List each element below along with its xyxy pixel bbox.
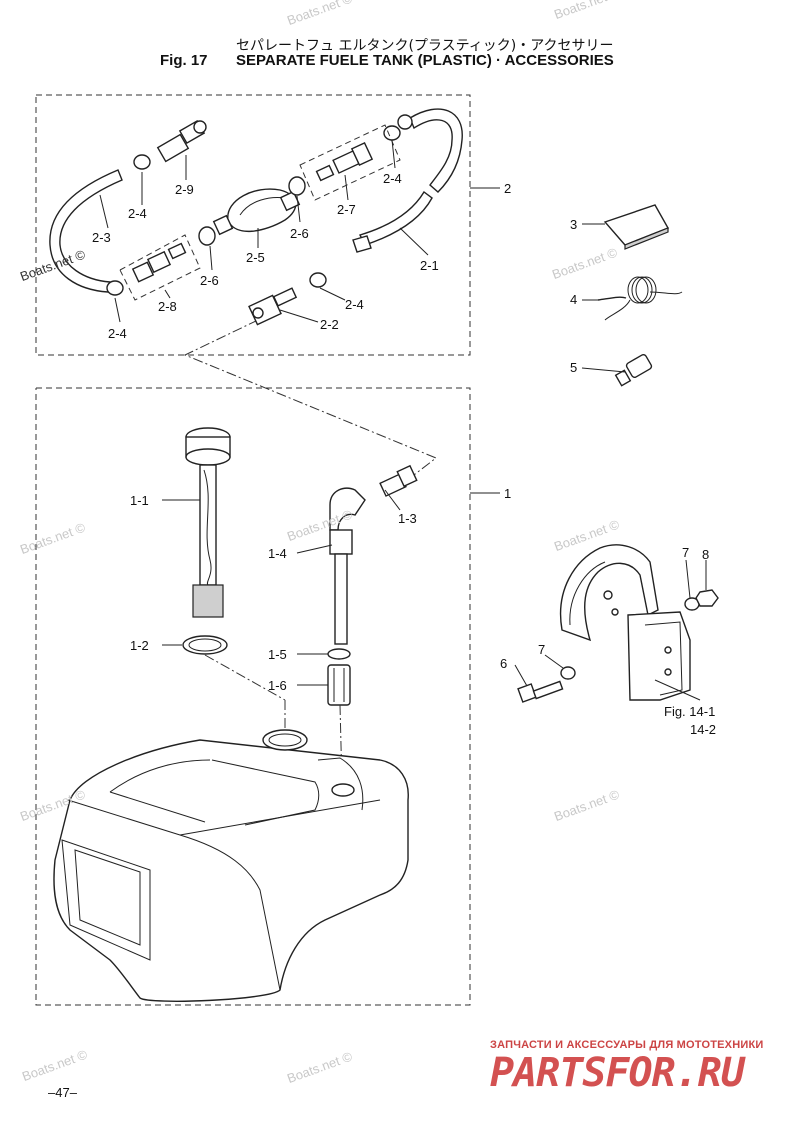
page-number: –47– bbox=[48, 1085, 77, 1100]
valve-2-8-frame bbox=[119, 234, 201, 301]
clamp-2-4-d bbox=[383, 125, 401, 141]
label-2-4-b: 2-4 bbox=[108, 326, 127, 341]
primer-bulb bbox=[212, 188, 301, 236]
label-3: 3 bbox=[570, 217, 577, 232]
label-2-4-c: 2-4 bbox=[383, 171, 402, 186]
brand-logo: PARTSFOR.RU bbox=[490, 1050, 745, 1096]
label-2-6-b: 2-6 bbox=[290, 226, 309, 241]
label-2-7: 2-7 bbox=[337, 202, 356, 217]
accessory-3-pad bbox=[582, 204, 670, 250]
fuel-hose-right-upper bbox=[409, 108, 463, 193]
hose-stub bbox=[352, 235, 372, 253]
group-2-leaders bbox=[99, 139, 500, 323]
label-4: 4 bbox=[570, 292, 577, 307]
label-2-5: 2-5 bbox=[246, 250, 265, 265]
label-1-6: 1-6 bbox=[268, 678, 287, 693]
figure-number: Fig. 17 bbox=[160, 52, 208, 69]
fig-ref-2: 14-2 bbox=[690, 722, 716, 737]
connector-1-3 bbox=[379, 464, 418, 497]
label-2-4-a: 2-4 bbox=[128, 206, 147, 221]
group-1-leaders bbox=[162, 489, 500, 686]
label-7-a: 7 bbox=[682, 545, 689, 560]
connector-2-9 bbox=[156, 119, 207, 163]
o-ring-2-6-a bbox=[198, 226, 216, 246]
label-2-9: 2-9 bbox=[175, 182, 194, 197]
washer-7-a bbox=[560, 666, 576, 680]
check-valve-2-7 bbox=[315, 141, 374, 182]
label-8: 8 bbox=[702, 547, 709, 562]
label-1-2: 1-2 bbox=[130, 638, 149, 653]
mounting-bracket bbox=[560, 544, 691, 701]
fuel-gauge-1-1 bbox=[185, 427, 231, 618]
valve-2-7-frame bbox=[299, 124, 401, 201]
label-2-2: 2-2 bbox=[320, 317, 339, 332]
label-1-1: 1-1 bbox=[130, 493, 149, 508]
o-ring-2-6-b bbox=[288, 176, 306, 196]
label-2-3: 2-3 bbox=[92, 230, 111, 245]
suction-pipe-1-4 bbox=[329, 487, 366, 645]
clamp-2-4-c bbox=[309, 272, 327, 288]
accessory-leaders bbox=[514, 299, 707, 701]
label-2-1: 2-1 bbox=[420, 258, 439, 273]
accessory-4-wire bbox=[597, 276, 683, 321]
pipe-center-line bbox=[339, 704, 343, 786]
promo-text: ЗАПЧАСТИ И АКСЕССУАРЫ ДЛЯ МОТОТЕХНИКИ bbox=[490, 1039, 764, 1051]
check-valve-2-8 bbox=[131, 242, 187, 283]
title-english: SEPARATE FUELE TANK (PLASTIC) · ACCESSOR… bbox=[236, 52, 614, 69]
fuel-hose-left bbox=[49, 169, 123, 293]
label-2-8: 2-8 bbox=[158, 299, 177, 314]
nut-8 bbox=[695, 589, 719, 607]
label-2-6-a: 2-6 bbox=[200, 273, 219, 288]
label-2-4-d: 2-4 bbox=[345, 297, 364, 312]
hose-to-connector-line bbox=[183, 319, 437, 479]
gauge-center-line bbox=[204, 654, 286, 701]
label-1: 1 bbox=[504, 486, 511, 501]
fig-ref-1: Fig. 14-1 bbox=[664, 704, 715, 719]
label-2: 2 bbox=[504, 181, 511, 196]
label-1-5: 1-5 bbox=[268, 647, 287, 662]
label-7-b: 7 bbox=[538, 642, 545, 657]
label-6: 6 bbox=[500, 656, 507, 671]
label-1-4: 1-4 bbox=[268, 546, 287, 561]
clamp-2-4-b bbox=[106, 280, 124, 296]
clamp-2-4-a bbox=[133, 154, 151, 170]
connector-2-2 bbox=[248, 287, 298, 326]
label-1-3: 1-3 bbox=[398, 511, 417, 526]
fuel-tank-body bbox=[53, 729, 409, 1002]
fuel-hose-2-1 bbox=[359, 190, 433, 246]
bolt-6 bbox=[517, 680, 564, 703]
label-5: 5 bbox=[570, 360, 577, 375]
title-japanese: セパレートフュ エルタンク(プラスティック)・アクセサリー bbox=[236, 38, 614, 54]
o-ring-1-5 bbox=[327, 648, 351, 660]
filter-1-6 bbox=[327, 664, 351, 706]
group-2-frame bbox=[35, 94, 471, 356]
clamp-2-4-e bbox=[397, 114, 413, 130]
gasket-1-2-inner bbox=[188, 638, 222, 652]
accessory-5-fitting bbox=[581, 353, 653, 387]
group-1-frame bbox=[35, 387, 471, 1006]
